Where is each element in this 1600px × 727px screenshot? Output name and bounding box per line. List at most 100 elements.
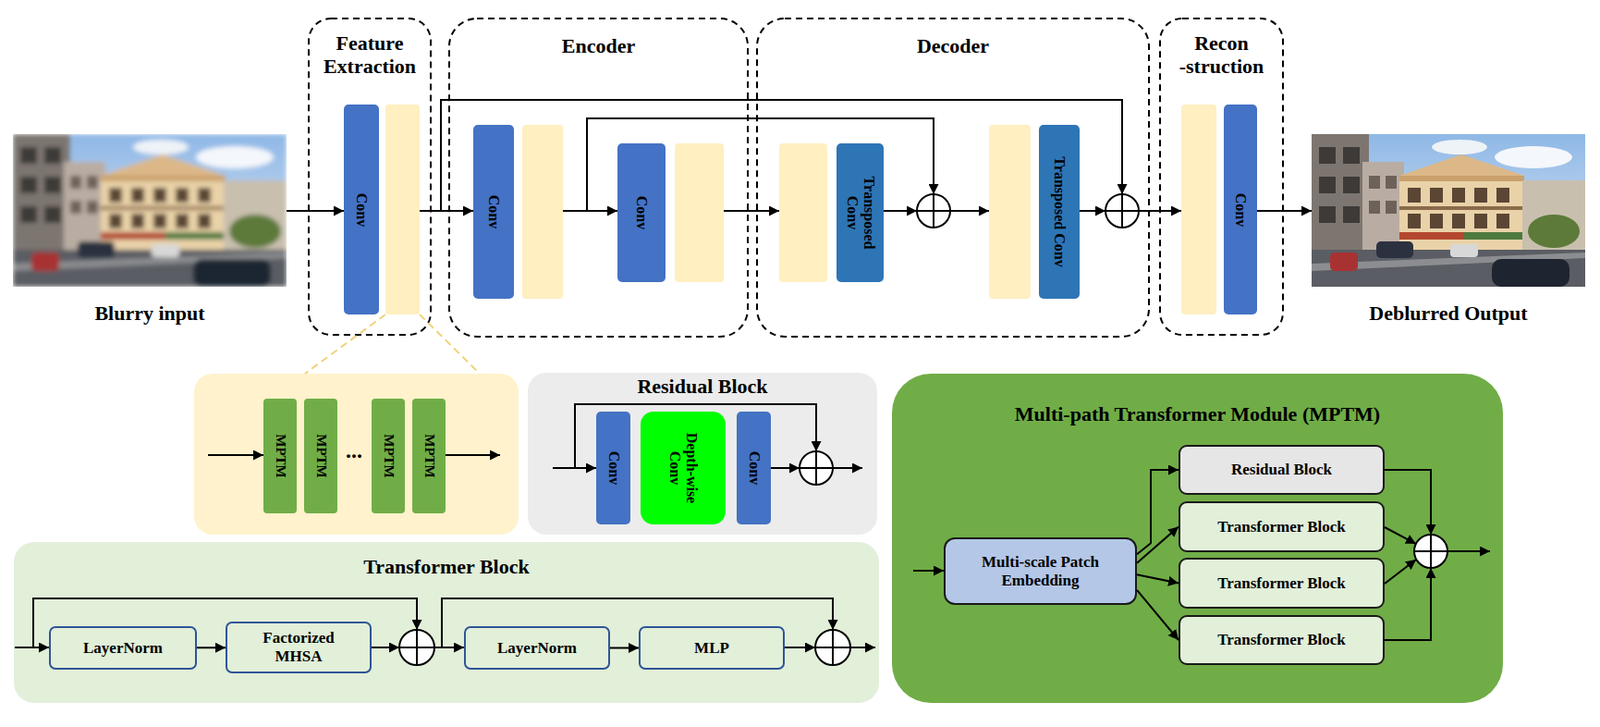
feature-map-bar (385, 104, 1217, 315)
text-run: Factorized (262, 628, 334, 647)
sum-symbol (916, 194, 951, 228)
group-title: Recon -struction (1160, 31, 1283, 79)
mhsa-box: Factorized MHSA (225, 621, 372, 673)
box-label: Transposed Conv (842, 166, 878, 259)
text-run: Multi-path (1014, 402, 1111, 426)
mptm-group: Multi-path Transformer Module (MPTM) Mult… (891, 373, 1503, 703)
blurry-photo (12, 134, 287, 287)
flow-line (1138, 209, 1182, 212)
text-run: Transposed (861, 176, 878, 250)
group-outline (891, 373, 1503, 703)
box-label: Conv (604, 451, 622, 485)
zoom-leader (419, 314, 480, 374)
flow-line (419, 209, 474, 212)
text-run: Block (1306, 630, 1346, 648)
sum-symbol (399, 629, 435, 665)
transformer-block-group: Transformer BlockLayerNorm Factorized MHS… (13, 541, 880, 703)
flow-line (1079, 209, 1106, 212)
text-run: Module (1230, 402, 1297, 426)
layernorm-box: LayerNorm (464, 625, 611, 670)
box-label: Transformer Block (1217, 574, 1346, 593)
text-run: Transformer (1114, 402, 1226, 426)
residual-block-box: Residual Block (1178, 444, 1385, 495)
text-run: (MPTM) (1302, 402, 1381, 426)
group-title: Encoder (449, 34, 748, 58)
flow-arrow (1136, 589, 1179, 640)
group-outline (527, 372, 878, 535)
transposed-conv-layer: Transposed Conv (1038, 124, 1080, 299)
feature-map-bar (1181, 104, 1217, 315)
group-outline (1160, 18, 1283, 335)
transposed-conv-layer: Transposed Conv (836, 143, 884, 282)
sharp-photo (1311, 134, 1586, 287)
text-run: Conv (1233, 192, 1249, 226)
text-run: Conv (634, 195, 650, 230)
mptm-block: MPTM (371, 398, 405, 513)
group-title: Residual Block (527, 374, 878, 398)
conv-layer: Conv (736, 411, 771, 525)
box-label: MLP (694, 638, 730, 658)
flow-line (562, 209, 618, 212)
text-run: Decoder (916, 34, 990, 58)
conv-layer: Conv (1223, 104, 1258, 315)
conv-layer: Conv (596, 411, 631, 525)
flow-line (14, 99, 1491, 648)
feature-map-bar (779, 143, 828, 282)
box-label: Conv (633, 195, 650, 230)
group-title: Transformer Block (13, 554, 880, 578)
text-run: MPTM (273, 433, 289, 477)
text-run: -struction (1179, 54, 1265, 78)
flow-line (1384, 526, 1417, 544)
text-run: MHSA (275, 647, 323, 665)
stage-group: Recon -structionConv (1160, 18, 1283, 335)
flow-line (440, 99, 1123, 211)
text-run: Blurry (94, 301, 154, 325)
sum-symbol (815, 629, 851, 665)
flow-line (286, 209, 344, 212)
conv-layer: Conv (617, 143, 666, 282)
box-label: MPTM (379, 433, 396, 477)
box-label: Conv (745, 451, 762, 485)
text-run: MPTM (314, 433, 330, 477)
box-label: LayerNorm (497, 638, 577, 658)
flow-line (14, 646, 49, 648)
text-run: input (158, 301, 205, 325)
box-label: Transformer Block (1217, 517, 1346, 537)
text-run: Residual (636, 374, 713, 398)
text-run: Block (718, 374, 769, 398)
text-run: MLP (694, 638, 730, 657)
flow-line (850, 646, 876, 648)
text-run: Transformer (1217, 630, 1304, 648)
flow-line (445, 453, 501, 456)
mptm-stack-panel (194, 373, 519, 535)
depthwise-conv-layer: Depth-wise Conv (640, 411, 726, 525)
patch-embedding-box: Multi-scale Patch Embedding (943, 537, 1137, 605)
text-run: Conv (486, 195, 502, 229)
blurry-photo (12, 134, 287, 287)
sum-symbol (1414, 534, 1448, 568)
conv-layer: Conv (473, 124, 514, 299)
flow-line (832, 466, 863, 469)
text-run: Transposed (1051, 156, 1068, 230)
text-run: Depth-wise (683, 432, 700, 503)
zoom-leader (305, 314, 480, 374)
flow-arrow (1136, 469, 1179, 554)
text-run: Block (1293, 460, 1332, 478)
text-run: Block (1306, 574, 1346, 592)
text-run: Deblurred (1368, 301, 1459, 325)
text-run: Conv (667, 451, 684, 485)
mlp-box: MLP (638, 625, 785, 670)
text-run: Multi-scale (981, 552, 1057, 571)
text-run: Recon (1194, 31, 1249, 55)
box-label: Transformer Block (1217, 630, 1346, 649)
box-label: MPTM (271, 433, 288, 477)
flow-line (1384, 567, 1431, 640)
text-run: Conv (746, 451, 763, 485)
text-run: Transformer (1217, 574, 1304, 592)
text-run: Residual (1231, 460, 1290, 478)
flow-line (1384, 559, 1417, 584)
box-label: Transposed Conv (1050, 156, 1068, 267)
group-outline (449, 18, 748, 337)
transformer-block-box: Transformer Block (1178, 557, 1385, 609)
